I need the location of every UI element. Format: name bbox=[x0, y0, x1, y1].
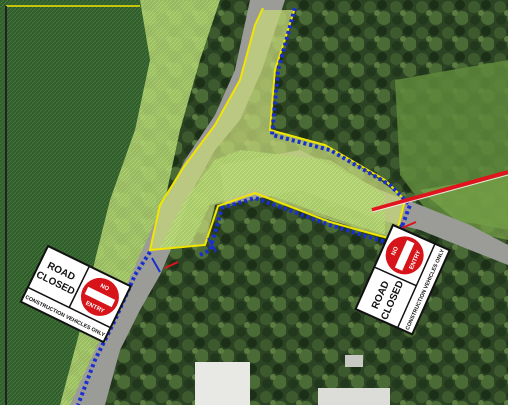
road-closure-bar-edge bbox=[371, 174, 508, 213]
sign-no-entry-line1: NO bbox=[391, 246, 400, 257]
building bbox=[345, 355, 363, 367]
no-entry-icon bbox=[80, 277, 119, 316]
building bbox=[195, 362, 250, 405]
building bbox=[318, 388, 390, 405]
no-entry-icon bbox=[385, 236, 424, 275]
road-closed-sign-left: ROAD CLOSED NO ENTRY CONSTRUCTION VEHICL… bbox=[19, 244, 133, 344]
fence-line-south bbox=[199, 195, 396, 257]
sign-no-entry-line1: NO bbox=[99, 283, 110, 292]
work-zone-outline bbox=[148, 7, 407, 252]
road-closure-bar bbox=[371, 170, 508, 212]
work-zone-inner bbox=[160, 150, 385, 248]
fence-line-west bbox=[76, 250, 152, 405]
